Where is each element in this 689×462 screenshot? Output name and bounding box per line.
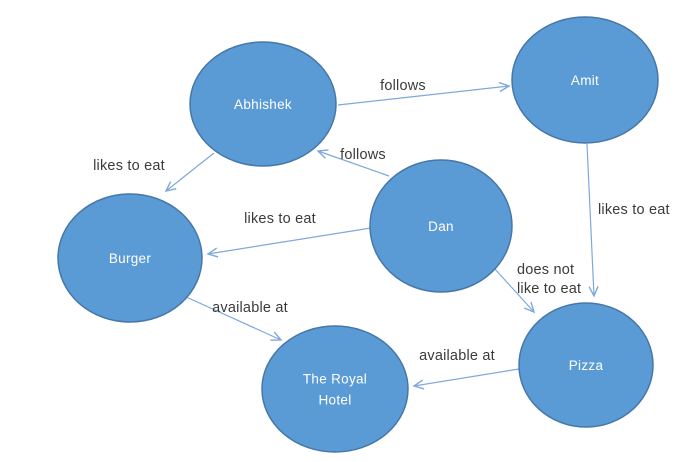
edge-label-dan-follows-abhishek: follows (340, 147, 386, 163)
edge-burger-available-royal (183, 295, 283, 341)
edge-label-amit-likes-pizza: likes to eat (598, 202, 670, 218)
edge-pizza-available-royal (412, 368, 520, 390)
edge-abhishek-follows-amit (337, 81, 511, 106)
node-dan: Dan (369, 159, 513, 293)
node-shape-burger (57, 193, 203, 323)
edge-abhishek-likes-burger (164, 152, 215, 193)
edge-label-dan-likes-burger: likes to eat (244, 211, 316, 227)
node-burger: Burger (57, 193, 203, 323)
node-shape-pizza (518, 302, 654, 428)
node-amit: Amit (511, 16, 659, 144)
node-label-abhishek: Abhishek (234, 97, 292, 112)
node-shape-dan (369, 159, 513, 293)
edge-label-pizza-available-royal: available at (419, 348, 495, 364)
edge-label-abhishek-follows-amit: follows (380, 78, 426, 94)
node-label-pizza: Pizza (569, 358, 604, 373)
node-label-amit: Amit (571, 73, 599, 88)
edge-label-abhishek-likes-burger: likes to eat (93, 158, 165, 174)
edge-dan-likes-burger (206, 227, 372, 258)
edges-layer: follows follows likes to eat likes to eat li… (93, 78, 670, 390)
node-shape-amit (511, 16, 659, 144)
edge-dan-does-not-like-pizza (493, 267, 536, 314)
edge-dan-follows-abhishek (316, 149, 390, 177)
node-shape-royal-hotel (261, 325, 409, 453)
node-label-burger: Burger (109, 251, 152, 266)
node-abhishek: Abhishek (189, 41, 337, 167)
node-label-dan: Dan (428, 219, 454, 234)
node-shape-abhishek (189, 41, 337, 167)
node-pizza: Pizza (518, 302, 654, 428)
edge-label-burger-available-royal: available at (212, 300, 288, 316)
edge-amit-likes-pizza (586, 143, 599, 298)
